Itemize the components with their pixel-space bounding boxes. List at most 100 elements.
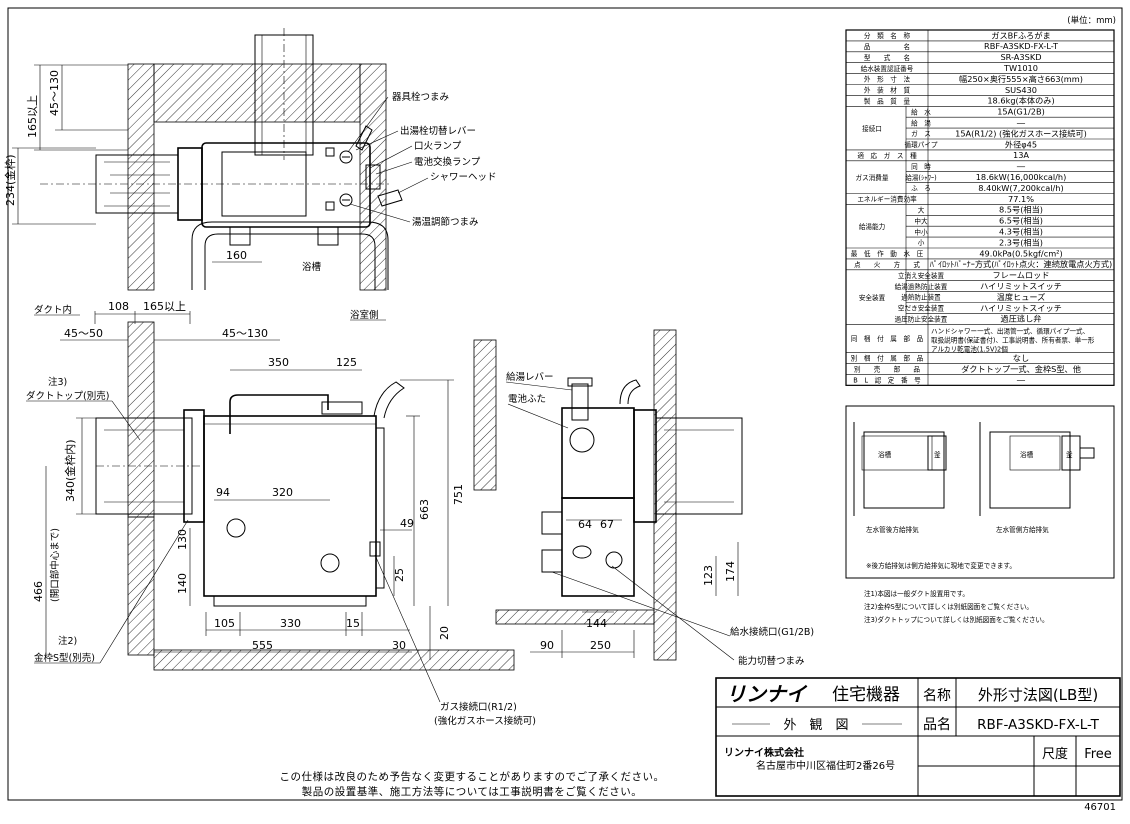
spec-value: ハイリミットスイッチ — [980, 303, 1062, 313]
spec-label: 外 形 寸 法 — [864, 75, 911, 84]
spec-value: フレームロッド — [992, 270, 1049, 280]
spec-value: ダクトトップ一式、金枠S型、他 — [961, 364, 1081, 374]
front-port-upper — [226, 518, 246, 538]
spec-label: 小 — [918, 238, 925, 247]
outlet-lever-label: 出湯栓切替レバー — [400, 125, 476, 137]
dim-20: 20 — [438, 626, 451, 640]
gas-connector-label: ガス接続口(R1/2) — [440, 701, 517, 713]
spec-value: ― — [1017, 161, 1026, 171]
spec-row: 給湯(ｼｬﾜｰ)18.6kW(16,000kcal/h) — [905, 172, 1066, 182]
title-block: リンナイ 住宅機器 外 観 図 名称 外形寸法図(LB型) 品名 RBF-A3S… — [715, 677, 1121, 797]
spec-row: 立消え安全装置フレームロッド — [898, 270, 1050, 280]
spec-row: 過熱防止装置 温度ヒューズ — [901, 292, 1045, 302]
spec-label: 給 水 — [911, 107, 931, 116]
note3-label: 注3) — [48, 376, 67, 388]
dim-340: 340(金枠内) — [63, 439, 77, 502]
front-floor — [153, 649, 515, 671]
kama-b-label: 釜 — [1066, 450, 1073, 459]
spec-value: ハイリミットスイッチ — [980, 281, 1062, 291]
spec-value: SUS430 — [1005, 85, 1037, 95]
spec-row: 空だき安全装置ハイリミットスイッチ — [898, 303, 1062, 313]
pilot-lamp-label: 口火ランプ — [414, 141, 462, 152]
company-address: 名古屋市中川区福住町2番26号 — [756, 759, 895, 772]
footer-notes: この仕様は改良のため予告なく変更することがありますのでご了承ください。 製品の設… — [232, 770, 712, 800]
supply-lever-icon — [569, 427, 595, 453]
unit-body-front — [203, 415, 377, 597]
top-ceiling-hatch — [153, 63, 361, 123]
spec-value: 外径φ45 — [1005, 139, 1037, 149]
dim-123: 123 — [702, 565, 715, 586]
spec-label: 別 梱 付 属 部 品 — [851, 354, 924, 363]
notes: 注1)本図は一般ダクト設置用です。 注2)金枠S型について詳しくは別紙図面をご覧… — [864, 589, 1049, 624]
dim-144: 144 — [586, 617, 607, 630]
dim-466: 466 — [32, 581, 45, 602]
spec-value: 4.3号(相当) — [999, 226, 1043, 236]
dim-67: 67 — [600, 518, 614, 531]
note2-label: 注2) — [58, 635, 77, 647]
unit-note: (単位：mm) — [1067, 15, 1116, 26]
spec-label: 過熱防止装置 — [901, 293, 941, 302]
spec-value: RBF-A3SKD-FX-L-T — [984, 41, 1059, 51]
spec-value: 15A(G1/2B) — [997, 107, 1045, 117]
spec-group-label: 安全装置 — [859, 293, 886, 302]
capacity-knob-label: 能力切替つまみ — [738, 655, 805, 667]
battery-cover-label: 電池ふた — [508, 393, 546, 405]
dim-125: 125 — [336, 356, 357, 369]
spec-value: ― — [1017, 117, 1026, 127]
unit-body-side-lower — [561, 497, 635, 597]
bath-a-label: 浴槽 — [878, 450, 892, 459]
spec-value: 温度ヒューズ — [997, 292, 1046, 302]
spec-label: B L 認 定 番 号 — [853, 375, 921, 384]
top-wall-right — [359, 63, 387, 291]
dim-234: 234(金枠) — [3, 154, 17, 206]
note-1: 注1)本図は一般ダクト設置用です。 — [864, 589, 969, 598]
sheet-border — [7, 7, 1123, 801]
product-label: 品名 — [923, 717, 951, 733]
spec-value: 49.0kPa(0.5kgf/cm²) — [979, 248, 1062, 258]
spec-row: 給 水 15A(G1/2B) — [911, 107, 1045, 117]
front-wall-upper — [127, 321, 155, 518]
spec-label: 過圧防止安全装置 — [895, 314, 948, 323]
kama-a-label: 釜 — [934, 450, 941, 459]
water-conn-lower — [541, 549, 563, 573]
spec-label: エネルギー消費効率 — [857, 195, 917, 204]
company-name: リンナイ株式会社 — [724, 746, 804, 759]
spec-row: B L 認 定 番 号― — [853, 375, 1026, 385]
dim-160: 160 — [226, 249, 247, 262]
spec-value: 幅250×奥行555×高さ663(mm) — [959, 74, 1083, 84]
spec-label: 点 火 方 式 — [854, 260, 920, 269]
spec-label: 分 類 名 称 — [864, 31, 911, 40]
dim-90: 90 — [540, 639, 554, 652]
view-label: 外 観 図 — [783, 718, 848, 733]
dim-165: 165以上 — [26, 95, 39, 138]
drain-knob-icon — [339, 150, 353, 164]
install-footnote: ※後方給排気は側方給排気に現地で変更できます。 — [866, 561, 1016, 570]
spec-value: ガスBFふろがま — [991, 30, 1050, 40]
spec-row: 同 時― — [911, 161, 1026, 171]
side-floor — [495, 609, 655, 625]
spec-row: 最 低 作 動 水 圧 49.0kPa(0.5kgf/cm²) — [851, 248, 1063, 258]
front-view: 108 165以上 45～50 45～130 350 125 340(金枠内) … — [26, 300, 536, 727]
spec-label: 給水装置認証番号 — [861, 64, 914, 73]
battery-lamp-icon — [365, 164, 381, 190]
shower-hose — [373, 381, 405, 419]
dim-350: 350 — [268, 356, 289, 369]
spec-label: 別 売 部 品 — [854, 365, 920, 374]
spec-row: 点 火 方 式 ﾊﾟｲﾛｯﾄﾊﾞｰﾅｰ方式(ﾊﾟｲﾛｯﾄ点火：連続放電点火方式) — [854, 259, 1112, 269]
spec-value: 77.1% — [1008, 194, 1034, 204]
spec-label: 給 湯 — [911, 118, 931, 127]
spec-value: ﾊﾟｲﾛｯﾄﾊﾞｰﾅｰ方式(ﾊﾟｲﾛｯﾄ点火：連続放電点火方式) — [930, 259, 1112, 269]
bathroom-side-label: 浴室側 — [350, 309, 379, 321]
footer-line-1: この仕様は改良のため予告なく変更することがありますのでご了承ください。 — [279, 771, 665, 783]
drain-knob-label: 器具栓つまみ — [392, 91, 449, 103]
name-value: 外形寸法図(LB型) — [978, 686, 1098, 704]
drawing-number: 46701 — [1084, 802, 1116, 813]
spec-label: 循環パイプ — [905, 140, 938, 149]
dim-45-50: 45～50 — [64, 327, 103, 340]
spec-label: 最 低 作 動 水 圧 — [851, 249, 924, 258]
